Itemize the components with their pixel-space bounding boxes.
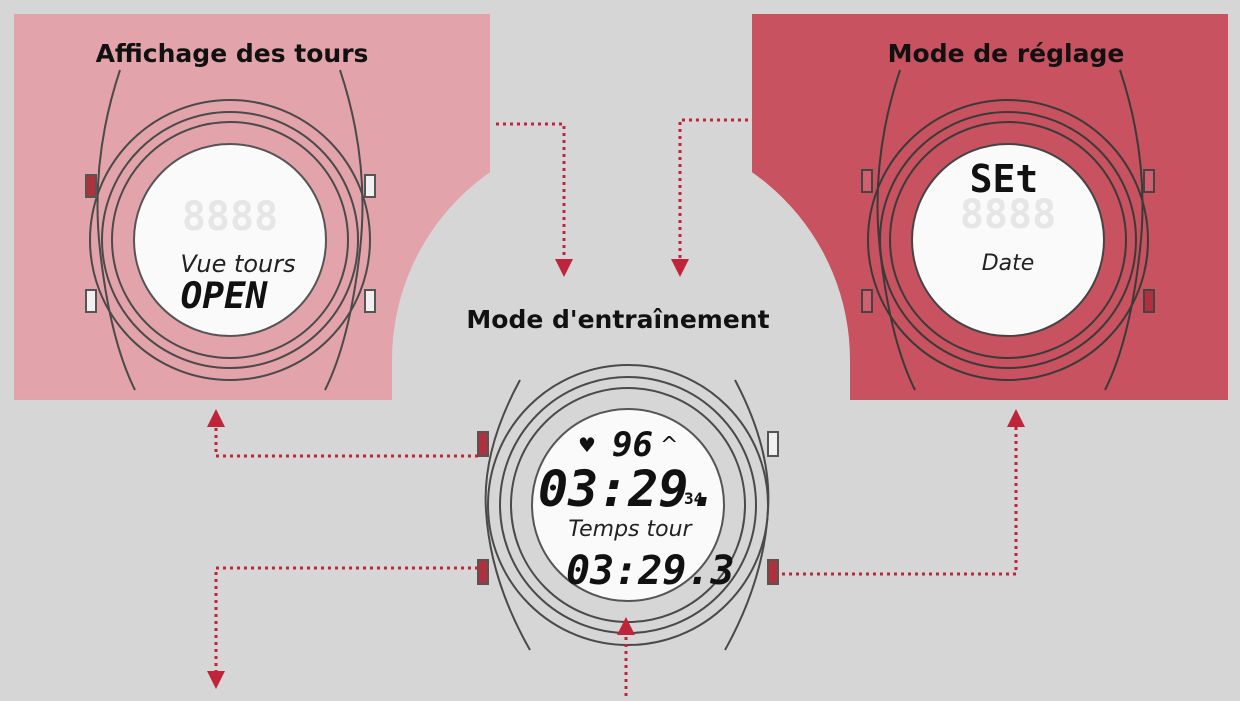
center-arch — [392, 131, 850, 400]
right-lcd-line2: Date — [982, 251, 1035, 276]
center-label: Temps tour — [568, 517, 693, 542]
left-panel-title: Affichage des tours — [96, 39, 369, 68]
center-heart-rate: 96 — [612, 425, 653, 465]
left-watch — [85, 69, 376, 391]
arrow-right-panel-to-center — [671, 118, 748, 277]
arrow-center-to-right-panel — [782, 409, 1025, 576]
left-lcd-line2: OPEN — [181, 276, 269, 317]
up-arrow-icon: ^ — [660, 433, 678, 458]
center-time-sub: 34 — [684, 489, 703, 508]
center-time-main: 03:29. — [538, 460, 719, 518]
center-watch — [477, 364, 779, 651]
right-panel-title: Mode de réglage — [888, 39, 1125, 68]
arrow-center-to-down — [207, 566, 478, 689]
center-title: Mode d'entraînement — [466, 305, 769, 334]
flow-arrows — [207, 118, 1025, 696]
left-ghost-digits: 8888 — [182, 194, 278, 240]
left-lcd-line1: Vue tours — [180, 250, 295, 278]
center-lap-time: 03:29.3 — [566, 548, 735, 594]
right-ghost-digits: 8888 — [960, 192, 1056, 238]
right-watch — [861, 69, 1155, 391]
arrow-center-to-left-panel — [207, 409, 478, 458]
arrow-left-panel-to-center — [496, 122, 573, 277]
heart-icon: ♥ — [578, 433, 596, 457]
right-lcd-line1: SEt — [970, 157, 1039, 201]
